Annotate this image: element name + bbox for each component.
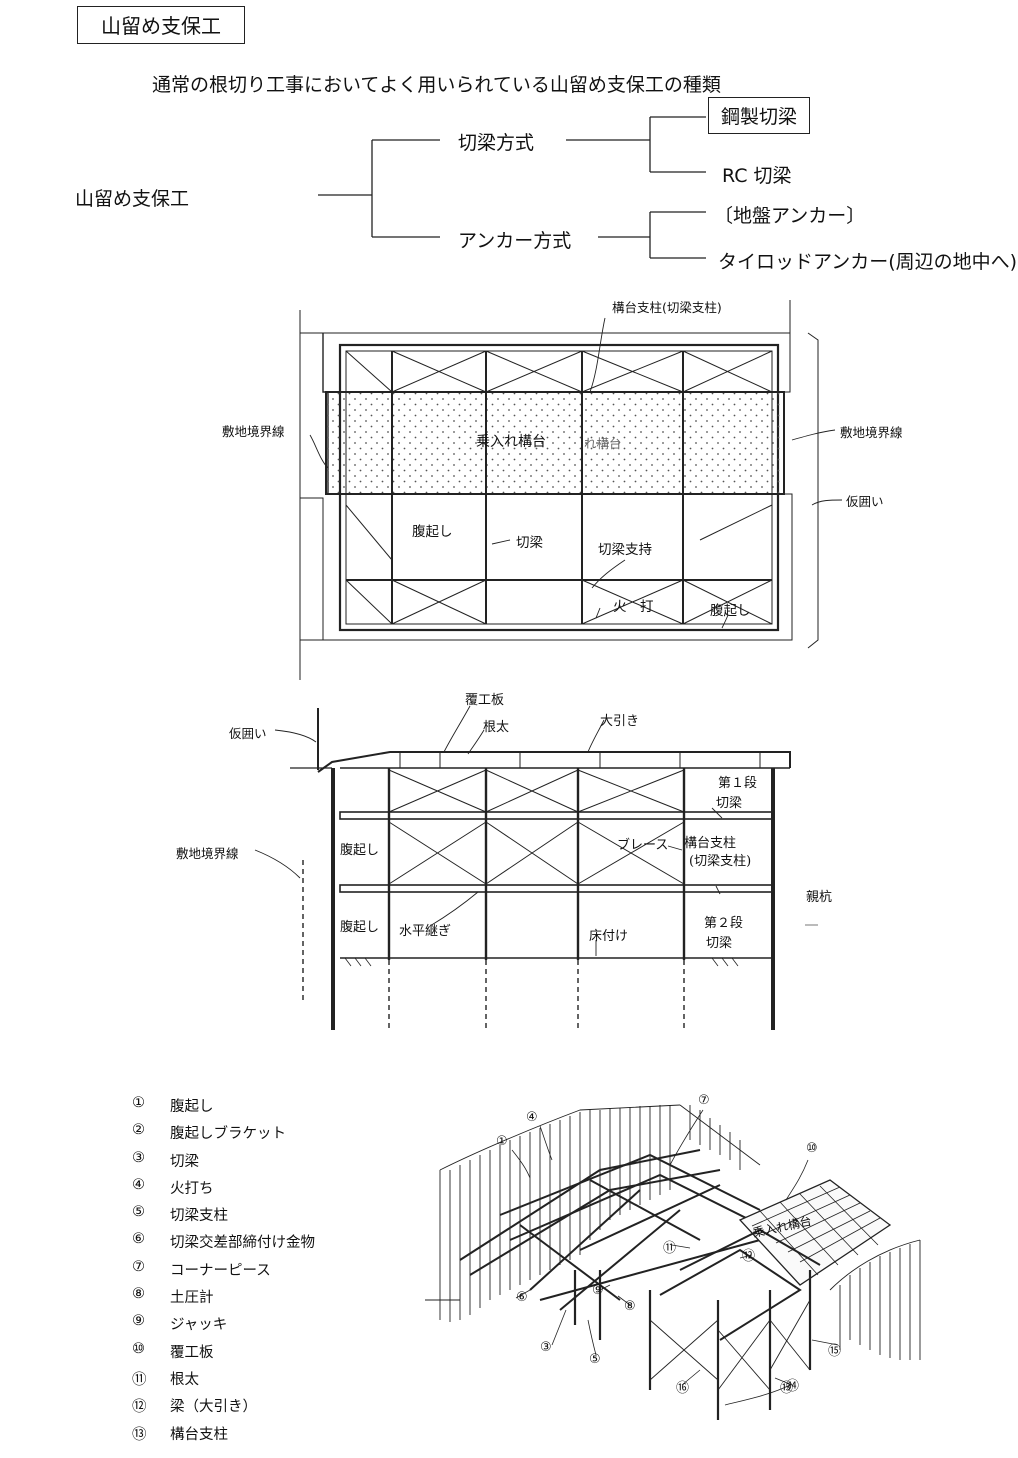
legend-num: ① — [132, 1095, 145, 1111]
section-label-boundary: 敷地境界線 — [176, 846, 239, 861]
legend-num: ② — [132, 1122, 145, 1139]
plan-label-strut-support: 切梁支持 — [598, 542, 652, 558]
legend-item: ⑪ 根太 — [132, 1368, 315, 1395]
legend-list: ① 腹起し ② 腹起しブラケット ③ 切梁 ④ 火打ち ⑤ 切梁支柱 ⑥ 切梁交差部締付け金… — [132, 1095, 315, 1450]
legend-item: ⑬ 構台支柱 — [132, 1423, 315, 1450]
section-label-first-strut: 切梁 — [716, 796, 743, 811]
section-label-floor-fix: 床付け — [589, 929, 629, 944]
plan-view — [299, 300, 843, 680]
iso-marker-11: ⑪ — [663, 1241, 677, 1256]
plan-label-deck-faint: れ構台 — [584, 436, 622, 451]
legend-label: 梁（大引き） — [170, 1399, 257, 1416]
section-label-joist: 根太 — [483, 720, 510, 735]
plan-label-fence: 仮囲い — [846, 494, 884, 509]
tree-leaf-tierod-anchor: タイロッドアンカー(周辺の地中へ) — [718, 251, 1018, 273]
iso-marker-13: ⑬ — [780, 1381, 794, 1396]
tree-leaf-rc-strut: RC 切梁 — [722, 165, 792, 187]
legend-num: ⑫ — [132, 1399, 147, 1416]
legend-label: 腹起しブラケット — [170, 1126, 286, 1143]
section-label-post-sub: (切梁支柱) — [689, 854, 752, 869]
legend-label: 切梁 — [170, 1153, 199, 1170]
section-label-fence: 仮囲い — [229, 726, 267, 741]
legend-item: ② 腹起しブラケット — [132, 1122, 315, 1149]
section-label-girder: 大引き — [600, 714, 640, 729]
iso-marker-4: ④ — [526, 1110, 538, 1125]
legend-num: ③ — [132, 1149, 145, 1166]
legend-item: ⑥ 切梁交差部締付け金物 — [132, 1231, 315, 1258]
legend-num: ⑪ — [132, 1371, 147, 1388]
iso-marker-8: ⑧ — [624, 1299, 636, 1314]
legend-item: ③ 切梁 — [132, 1150, 315, 1177]
legend-item: ⑫ 梁（大引き） — [132, 1395, 315, 1422]
iso-marker-12: ⑫ — [742, 1249, 756, 1264]
section-label-waler-upper: 腹起し — [340, 843, 380, 858]
section-label-brace: ブレース — [617, 838, 669, 853]
plan-label-boundary-left: 敷地境界線 — [222, 424, 285, 439]
plan-label-boundary-right: 敷地境界線 — [840, 425, 903, 440]
legend-label: 根太 — [170, 1371, 199, 1388]
tree-lines — [318, 116, 706, 259]
iso-marker-10: ⑩ — [806, 1141, 818, 1156]
legend-num: ⑤ — [132, 1204, 145, 1221]
tree-branch-strut: 切梁方式 — [458, 132, 535, 154]
tree-branch-anchor: アンカー方式 — [458, 230, 572, 252]
legend-item: ⑤ 切梁支柱 — [132, 1204, 315, 1231]
legend-label: 腹起し — [170, 1099, 214, 1115]
section-label-second-level: 第２段 — [704, 916, 744, 931]
intro-text: 通常の根切り工事においてよく用いられている山留め支保工の種類 — [152, 74, 721, 96]
iso-marker-15: ⑮ — [828, 1344, 842, 1359]
tree-leaf-steel-strut: 鋼製切梁 — [708, 97, 811, 134]
legend-item: ① 腹起し — [132, 1095, 315, 1122]
iso-marker-1: ① — [496, 1134, 508, 1149]
legend-num: ⑬ — [132, 1426, 147, 1443]
section-label-horizontal-tie: 水平継ぎ — [399, 924, 452, 939]
legend-item: ⑦ コーナーピース — [132, 1259, 315, 1286]
legend-label: 火打ち — [170, 1180, 214, 1197]
iso-marker-3: ③ — [540, 1340, 552, 1355]
plan-label-waler-right: 腹起し — [710, 603, 751, 619]
page-title: 山留め支保工 — [77, 6, 245, 44]
legend-label: 切梁支柱 — [170, 1208, 228, 1225]
legend-num: ⑨ — [132, 1313, 145, 1330]
iso-marker-5: ⑤ — [589, 1352, 601, 1367]
iso-view — [425, 1104, 921, 1420]
tree-root: 山留め支保工 — [75, 188, 190, 210]
section-label-post: 構台支柱 — [684, 836, 737, 851]
section-label-pile: 親杭 — [806, 890, 833, 905]
legend-label: 切梁交差部締付け金物 — [170, 1235, 315, 1252]
section-label-first-level: 第１段 — [718, 776, 758, 791]
iso-marker-16: ⑯ — [676, 1381, 690, 1396]
iso-marker-6: ⑥ — [516, 1290, 528, 1305]
plan-label-post: 構台支柱(切梁支柱) — [612, 300, 722, 315]
section-label-waler-lower: 腹起し — [340, 920, 380, 935]
plan-label-strut: 切梁 — [516, 535, 543, 551]
section-view — [254, 705, 818, 1030]
iso-marker-7: ⑦ — [698, 1093, 710, 1108]
legend-num: ⑥ — [132, 1231, 145, 1248]
plan-label-brace: 火 打 — [613, 599, 654, 615]
legend-num: ⑦ — [132, 1258, 145, 1275]
legend-item: ④ 火打ち — [132, 1177, 315, 1204]
legend-num: ⑧ — [132, 1286, 145, 1303]
legend-label: 構台支柱 — [170, 1426, 228, 1443]
legend-label: 覆工板 — [170, 1344, 214, 1361]
legend-item: ⑩ 覆工板 — [132, 1341, 315, 1368]
tree-leaf-ground-anchor: 〔地盤アンカー〕 — [714, 205, 866, 227]
legend-label: 土圧計 — [170, 1290, 214, 1307]
iso-marker-9: ⑨ — [592, 1283, 604, 1298]
section-label-deck-plate: 覆工板 — [465, 693, 505, 708]
legend-num: ④ — [132, 1176, 145, 1193]
legend-label: コーナーピース — [170, 1262, 271, 1279]
legend-item: ⑨ ジャッキ — [132, 1313, 315, 1340]
plan-label-deck: 乗入れ構台 — [476, 434, 546, 450]
section-label-second-strut: 切梁 — [706, 936, 733, 951]
legend-label: ジャッキ — [170, 1317, 228, 1334]
plan-label-waler: 腹起し — [412, 524, 453, 540]
legend-item: ⑧ 土圧計 — [132, 1286, 315, 1313]
iso-marker-14: ⑭ — [786, 1379, 800, 1394]
legend-num: ⑩ — [132, 1340, 145, 1357]
